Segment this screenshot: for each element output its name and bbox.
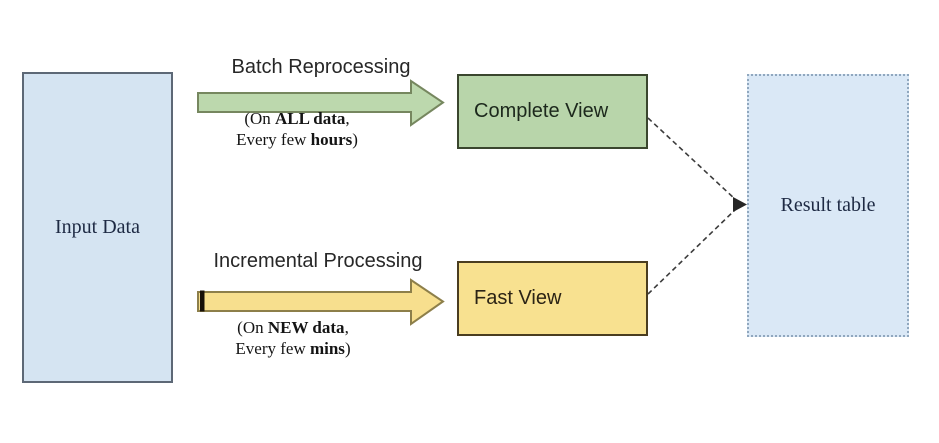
batch-note-line1-bold: ALL data (275, 109, 346, 128)
fast-view-node: Fast View (457, 261, 648, 336)
batch-note-line2-bold: hours (310, 130, 353, 149)
result-table-label: Result table (780, 194, 876, 216)
complete-to-result-dashed-connector (647, 117, 737, 201)
incremental-arrow-tail-bar (200, 290, 205, 312)
batch-note-line2-post: ) (352, 130, 358, 149)
incremental-note-line1-bold: NEW data (267, 318, 345, 337)
merge-arrowhead-icon (733, 197, 747, 212)
batch-arrow-shape (197, 79, 445, 127)
input-data-node: Input Data (22, 72, 173, 383)
result-table-node: Result table (747, 74, 909, 337)
fast-to-result-dashed-connector (647, 208, 737, 295)
batch-arrow-icon (197, 79, 445, 127)
incremental-arrow-icon (197, 278, 445, 326)
incremental-note-line2-bold: mins (309, 339, 345, 358)
complete-view-node: Complete View (457, 74, 648, 149)
batch-note-line1-pre: (On (244, 109, 276, 128)
incremental-note-line1-pre: (On (237, 318, 268, 337)
batch-reprocessing-label: Batch Reprocessing (231, 56, 411, 78)
input-data-label: Input Data (55, 216, 140, 238)
incremental-note-line2-post: ) (344, 339, 351, 358)
complete-view-label: Complete View (474, 100, 609, 122)
fast-view-label: Fast View (474, 287, 562, 309)
incremental-note-line1-post: , (344, 318, 349, 337)
incremental-arrow-shape (197, 278, 445, 326)
batch-note: (On ALL data, Every few hours) (197, 108, 397, 150)
batch-note-line1-post: , (345, 109, 350, 128)
batch-note-line2-pre: Every few (236, 130, 311, 149)
incremental-note: (On NEW data, Every few mins) (193, 317, 393, 359)
incremental-processing-label: Incremental Processing (213, 250, 423, 272)
incremental-note-line2-pre: Every few (235, 339, 310, 358)
